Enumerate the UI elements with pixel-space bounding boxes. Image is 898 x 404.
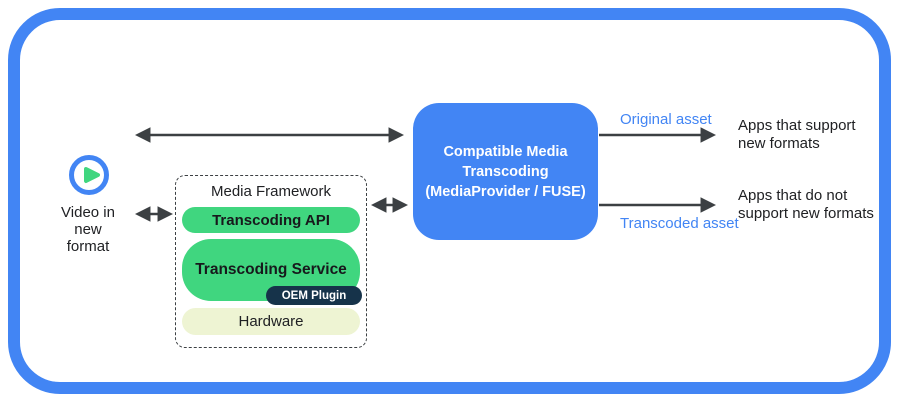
video-label-line: format (66, 238, 110, 255)
transcoder-label-line: Transcoding (462, 163, 549, 180)
play-icon (69, 155, 109, 195)
video-label-line: new (74, 221, 102, 238)
play-triangle-icon (84, 167, 100, 183)
original-asset-label: Original asset (620, 111, 712, 128)
transcoder-label-line: Compatible Media (443, 143, 568, 160)
transcoded-asset-label: Transcoded asset (620, 215, 739, 232)
compatible-media-transcoding-box: Compatible Media Transcoding (MediaProvi… (413, 103, 598, 240)
media-framework-box: Media Framework Transcoding API Transcod… (175, 175, 367, 348)
transcoding-api-pill: Transcoding API (182, 207, 360, 233)
outer-frame-border (8, 8, 891, 394)
apps-not-support-new-formats-label: Apps that do not support new formats (738, 187, 874, 223)
hardware-pill: Hardware (182, 308, 360, 335)
media-framework-title: Media Framework (210, 183, 332, 200)
apps-support-line: new formats (738, 135, 820, 152)
apps-support-new-formats-label: Apps that support new formats (738, 117, 856, 153)
apps-not-support-line: support new formats (738, 205, 874, 222)
transcoder-label-line: (MediaProvider / FUSE) (425, 183, 586, 200)
apps-support-line: Apps that support (738, 117, 856, 134)
oem-plugin-pill: OEM Plugin (266, 286, 362, 305)
apps-not-support-line: Apps that do not (738, 187, 848, 204)
video-in-new-format-label: Video in new format (38, 204, 138, 255)
video-label-line: Video in (61, 204, 115, 221)
